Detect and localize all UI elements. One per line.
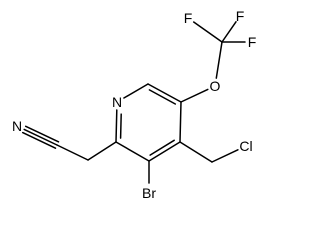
bond-c3-c4 <box>148 141 181 162</box>
bond-c4-c7 <box>179 141 213 163</box>
bond-c5-c6 <box>147 83 182 103</box>
atom-label-f2: F <box>236 8 245 24</box>
bond-n1-c2-inner <box>119 113 122 139</box>
atom-label-br: Br <box>142 185 156 201</box>
bond-c3-c4-inner <box>149 139 175 156</box>
bond-c9-n2 <box>23 128 58 146</box>
bond-c5-o <box>180 88 209 103</box>
bond-cf3-f1 <box>192 21 223 43</box>
bond-c6-n1 <box>123 83 149 99</box>
bond-layer <box>21 21 246 184</box>
bond-cf3-f2 <box>221 21 237 43</box>
bond-o-cf3 <box>215 41 223 79</box>
bond-c2-c3 <box>115 141 150 162</box>
bond-c2-c8 <box>87 141 117 161</box>
bond-c4-c5 <box>179 101 182 143</box>
atom-label-o: O <box>210 78 221 94</box>
atom-label-cl: Cl <box>239 138 252 154</box>
atom-label-f3: F <box>248 34 257 50</box>
atom-label-n1: N <box>112 94 122 110</box>
bond-n1-c2 <box>115 109 118 143</box>
bond-c9-n2-upper <box>24 125 60 143</box>
bond-c7-cl <box>211 149 239 163</box>
atom-label-f1: F <box>184 10 193 26</box>
bond-c5-c6-inner <box>148 89 177 105</box>
bond-c8-c9 <box>56 144 89 161</box>
atom-label-n2: N <box>12 118 22 134</box>
bond-c9-n2-lower <box>21 131 57 149</box>
